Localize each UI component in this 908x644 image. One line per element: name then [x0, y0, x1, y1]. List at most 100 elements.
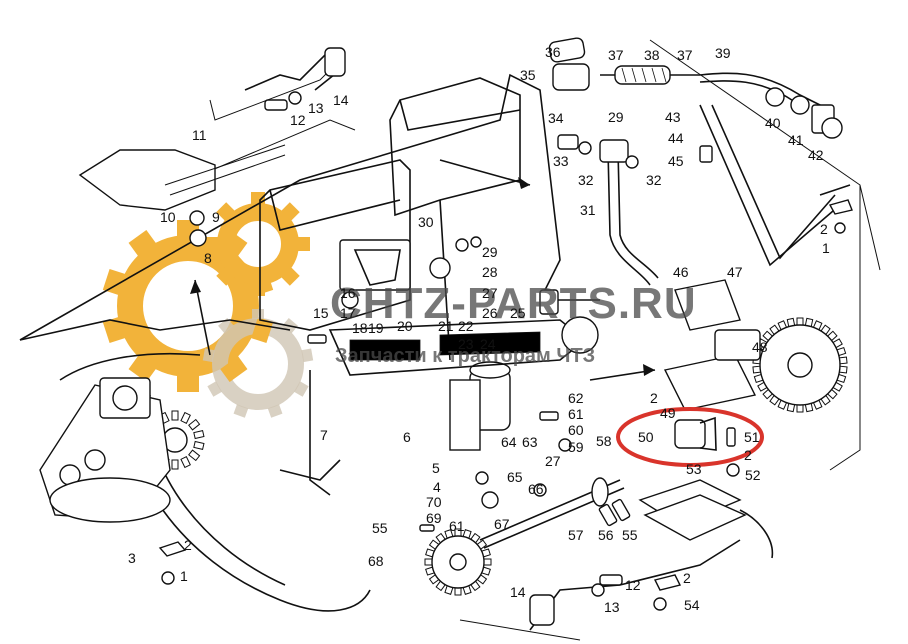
gear-tooth	[128, 229, 156, 256]
part-label: 44	[668, 130, 684, 146]
part-label: 16	[340, 285, 356, 301]
part-label: 47	[727, 264, 743, 280]
part-label: 22	[458, 318, 474, 334]
part-label: 11	[192, 127, 207, 143]
gear-tooth	[202, 348, 215, 363]
gear-tooth	[220, 356, 248, 383]
part-label: 26	[482, 305, 498, 321]
pedal-parts	[78, 47, 346, 247]
part-label: 67	[494, 516, 510, 532]
part-label: 2	[820, 221, 828, 237]
gear-tooth	[180, 456, 191, 469]
gear-tooth	[216, 267, 235, 286]
part-label: 58	[596, 433, 612, 449]
part-label: 54	[684, 597, 700, 613]
part-label: 18	[352, 320, 368, 336]
part-label: 41	[788, 132, 804, 148]
watermark-title: CHTZ-PARTS.RU	[330, 279, 697, 328]
gear-tooth	[220, 229, 248, 256]
part-label: 52	[745, 467, 761, 483]
part-label: 27	[482, 285, 498, 301]
part-label: 31	[580, 202, 596, 218]
gear-tooth	[293, 381, 309, 397]
gear-tooth	[102, 268, 125, 295]
part-label: 49	[660, 405, 676, 421]
gear-tooth	[207, 381, 223, 397]
oil-filter-assembly	[307, 236, 587, 451]
gear-tooth	[281, 202, 300, 221]
part-label: 68	[368, 553, 384, 569]
part-label: 46	[673, 264, 689, 280]
gear-tooth	[301, 348, 314, 363]
part-label: 66	[528, 481, 544, 497]
part-labels: 36 37 38 37 39 35 34 29 43 40 41 42 44 4…	[128, 44, 830, 615]
part-label: 25	[510, 305, 526, 321]
gear-tooth	[281, 267, 300, 286]
part-label: 13	[308, 100, 324, 116]
part-label: 14	[333, 92, 349, 108]
part-label: 20	[397, 318, 413, 334]
part-label: 43	[665, 109, 681, 125]
gear-tooth	[206, 237, 218, 251]
part-label: 10	[160, 209, 176, 225]
part-label: 37	[677, 47, 693, 63]
oil-pipe-assembly	[548, 37, 851, 286]
part-label: 4	[433, 479, 441, 495]
gear-tooth	[177, 376, 199, 392]
gear-tooth	[128, 356, 156, 383]
part-label: 56	[598, 527, 614, 543]
part-label: 29	[482, 244, 498, 260]
part-label: 39	[715, 45, 731, 61]
part-label: 69	[426, 510, 442, 526]
gear-tooth	[102, 317, 125, 344]
part-label: 13	[604, 599, 620, 615]
gear-tooth	[180, 411, 191, 424]
part-label: 12	[290, 112, 306, 128]
part-label: 51	[744, 429, 760, 445]
part-label: 30	[418, 214, 434, 230]
part-label: 35	[520, 67, 536, 83]
part-label: 60	[568, 422, 584, 438]
part-label: 37	[608, 47, 624, 63]
gear-tooth	[252, 309, 264, 319]
part-label: 7	[320, 427, 328, 443]
highlight-ring	[616, 407, 764, 467]
part-label: 63	[522, 434, 538, 450]
part-label: 2	[744, 447, 752, 463]
gear-tooth	[193, 430, 205, 440]
part-label: 2	[650, 390, 658, 406]
part-label: 34	[548, 110, 564, 126]
part-label: 57	[568, 527, 584, 543]
part-label: 32	[646, 172, 662, 188]
part-label: 9	[212, 209, 220, 225]
oil-pump-body	[39, 377, 171, 523]
part-label: 42	[808, 147, 824, 163]
part-label: 12	[625, 577, 641, 593]
gear-tooth	[171, 410, 179, 421]
part-label: 64	[501, 434, 517, 450]
gear-tooth	[193, 440, 205, 450]
part-label: 15	[313, 305, 329, 321]
part-label: 59	[568, 439, 584, 455]
gear-tooth	[251, 192, 265, 204]
engine-block	[19, 39, 881, 641]
part-label: 40	[765, 115, 781, 131]
gear-tooth	[218, 318, 234, 334]
part-label: 38	[644, 47, 660, 63]
gear-tooth	[171, 459, 179, 470]
part-label: 33	[553, 153, 569, 169]
pump-covers	[529, 279, 774, 631]
part-label: 45	[668, 153, 684, 169]
drive-shaft	[419, 477, 631, 549]
part-label: 53	[686, 461, 702, 477]
part-label: 21	[438, 318, 454, 334]
gear-tooth	[216, 202, 235, 221]
fasteners	[158, 199, 853, 611]
part-label: 62	[568, 390, 584, 406]
gear-tooth	[251, 284, 265, 296]
part-label: 2	[683, 570, 691, 586]
part-label: 55	[622, 527, 638, 543]
part-label: 55	[372, 520, 388, 536]
part-label: 2	[184, 537, 192, 553]
part-label: 19	[368, 320, 384, 336]
